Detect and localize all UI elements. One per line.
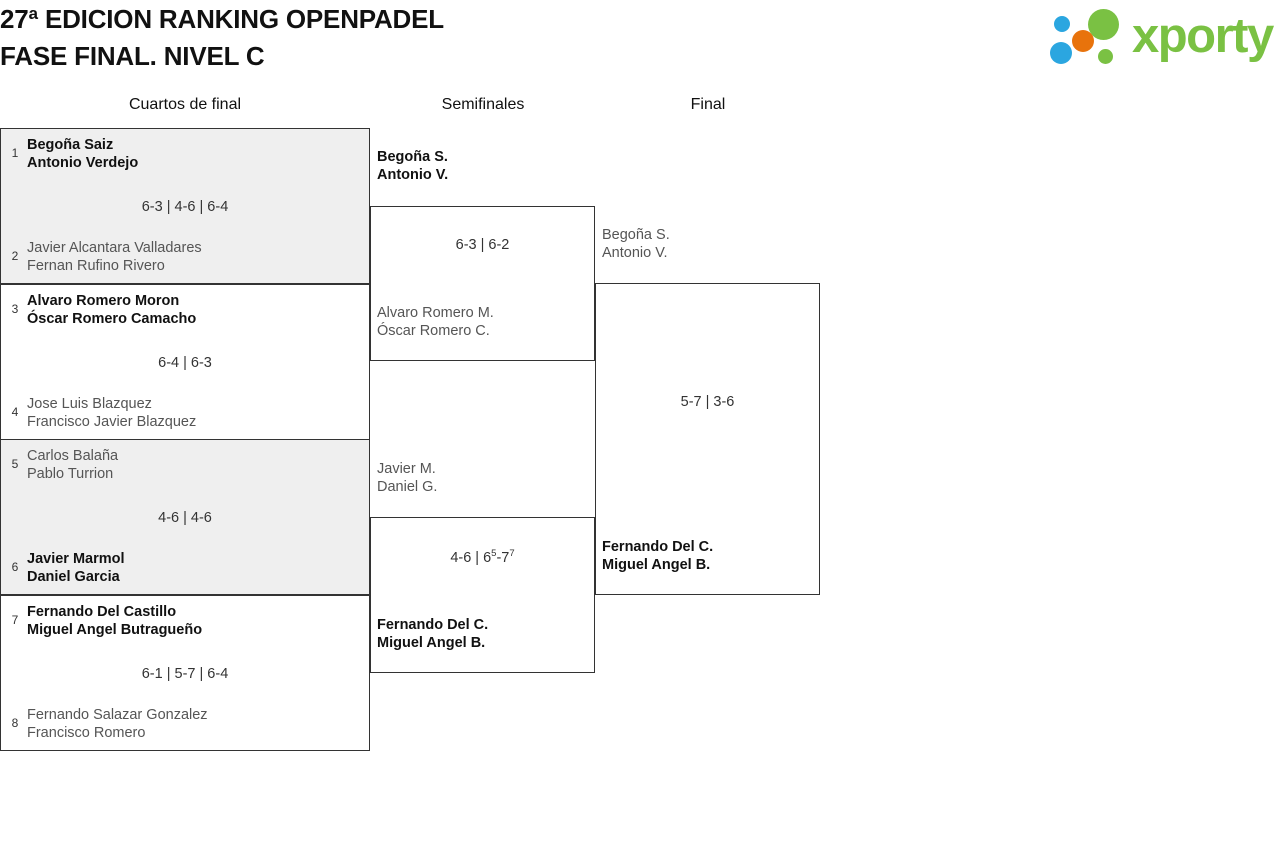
match-quarterfinal-1[interactable]: 1 Begoña Saiz Antonio Verdejo 6-3 | 4-6 … <box>0 128 370 284</box>
match-semifinal-1[interactable]: 6-3 | 6-2 <box>370 206 595 361</box>
column-header-semifinals: Semifinales <box>441 96 525 113</box>
final-team-bottom: Fernando Del C. Miguel Angel B. <box>602 538 713 574</box>
player-name: Fernan Rufino Rivero <box>27 258 165 274</box>
page-title: 27ª EDICION RANKING OPENPADEL FASE FINAL… <box>0 0 900 71</box>
semifinal-2-team-bottom: Fernando Del C. Miguel Angel B. <box>377 616 488 652</box>
player-name: Antonio Verdejo <box>27 155 139 171</box>
seed-number: 7 <box>11 613 19 627</box>
player-name: Óscar Romero C. <box>377 323 490 339</box>
title-line-1: 27ª EDICION RANKING OPENPADEL <box>0 4 444 34</box>
logo-dot-orange <box>1072 30 1094 52</box>
seed-number: 4 <box>11 405 19 419</box>
team-bottom: Javier Alcantara Valladares Fernan Rufin… <box>27 239 363 275</box>
player-name: Alvaro Romero M. <box>377 305 494 321</box>
match-score: 6-3 | 4-6 | 6-4 <box>141 199 229 215</box>
semifinal-1-team-bottom: Alvaro Romero M. Óscar Romero C. <box>377 304 494 340</box>
player-name: Pablo Turrion <box>27 466 114 482</box>
player-name: Fernando Del C. <box>602 539 714 555</box>
semifinal-1-team-top: Begoña S. Antonio V. <box>377 148 448 184</box>
match-final[interactable]: 5-7 | 3-6 <box>595 283 820 595</box>
player-name: Miguel Angel Butragueño <box>27 622 203 638</box>
seed-number: 2 <box>11 249 19 263</box>
final-team-top: Begoña S. Antonio V. <box>602 226 670 262</box>
match-score: 4-6 | 4-6 <box>158 510 212 526</box>
match-score: 6-1 | 5-7 | 6-4 <box>141 666 229 682</box>
player-name: Jose Luis Blazquez <box>27 396 152 412</box>
player-name: Daniel G. <box>377 479 438 495</box>
logo-dot-blue-small <box>1054 16 1070 32</box>
player-name: Miguel Angel B. <box>602 557 711 573</box>
seed-number: 6 <box>11 560 19 574</box>
player-name: Antonio V. <box>377 167 449 183</box>
player-name: Miguel Angel B. <box>377 635 486 651</box>
player-name: Alvaro Romero Moron <box>27 293 180 309</box>
column-header-quarterfinals: Cuartos de final <box>128 96 242 113</box>
logo-dot-green-large <box>1088 9 1119 40</box>
xporty-logo[interactable]: xporty <box>1050 6 1278 68</box>
player-name: Begoña S. <box>377 149 448 165</box>
match-score: 4-6 | 65-77 <box>371 549 594 567</box>
team-top: Begoña Saiz Antonio Verdejo <box>27 136 363 172</box>
team-top: Alvaro Romero Moron Óscar Romero Camacho <box>27 292 363 328</box>
team-bottom: Jose Luis Blazquez Francisco Javier Blaz… <box>27 395 363 431</box>
player-name: Francisco Javier Blazquez <box>27 414 197 430</box>
player-name: Fernando Del Castillo <box>27 604 177 620</box>
team-top: Carlos Balaña Pablo Turrion <box>27 447 363 483</box>
player-name: Francisco Romero <box>27 725 146 741</box>
match-score: 6-3 | 6-2 <box>455 237 510 253</box>
player-name: Javier Marmol <box>27 551 125 567</box>
seed-number: 3 <box>11 302 19 316</box>
team-bottom: Javier Marmol Daniel Garcia <box>27 550 363 586</box>
score-tiebreak-2: 7 <box>509 548 515 560</box>
player-name: Fernando Salazar Gonzalez <box>27 707 208 723</box>
column-header-final: Final <box>690 96 726 113</box>
player-name: Fernando Del C. <box>377 617 489 633</box>
logo-dot-blue-large <box>1050 42 1072 64</box>
team-bottom: Fernando Salazar Gonzalez Francisco Rome… <box>27 706 363 742</box>
seed-number: 1 <box>11 146 19 160</box>
seed-number: 5 <box>11 457 19 471</box>
score-tiebreak-1: 5 <box>491 548 497 560</box>
team-top: Fernando Del Castillo Miguel Angel Butra… <box>27 603 363 639</box>
match-score: 6-4 | 6-3 <box>158 355 212 371</box>
score-part-2: -7 <box>496 550 510 566</box>
match-quarterfinal-4[interactable]: 7 Fernando Del Castillo Miguel Angel But… <box>0 595 370 751</box>
player-name: Begoña Saiz <box>27 137 114 153</box>
semifinal-2-team-top: Javier M. Daniel G. <box>377 460 437 496</box>
match-quarterfinal-2[interactable]: 3 Alvaro Romero Moron Óscar Romero Camac… <box>0 284 370 440</box>
logo-dot-green-small <box>1098 49 1113 64</box>
player-name: Óscar Romero Camacho <box>27 311 197 327</box>
match-semifinal-2[interactable]: 4-6 | 65-77 <box>370 517 595 673</box>
score-part-1: 4-6 | 6 <box>450 550 492 566</box>
match-quarterfinal-3[interactable]: 5 Carlos Balaña Pablo Turrion 4-6 | 4-6 … <box>0 439 370 595</box>
player-name: Javier M. <box>377 461 436 477</box>
logo-wordmark: xporty <box>1132 9 1274 63</box>
logo-dots-icon <box>1050 8 1134 66</box>
player-name: Antonio V. <box>602 245 668 261</box>
title-line-2: FASE FINAL. NIVEL C <box>0 41 265 71</box>
player-name: Javier Alcantara Valladares <box>27 240 202 256</box>
match-score: 5-7 | 3-6 <box>680 394 735 410</box>
seed-number: 8 <box>11 716 19 730</box>
player-name: Daniel Garcia <box>27 569 120 585</box>
player-name: Begoña S. <box>602 227 670 243</box>
player-name: Carlos Balaña <box>27 448 119 464</box>
